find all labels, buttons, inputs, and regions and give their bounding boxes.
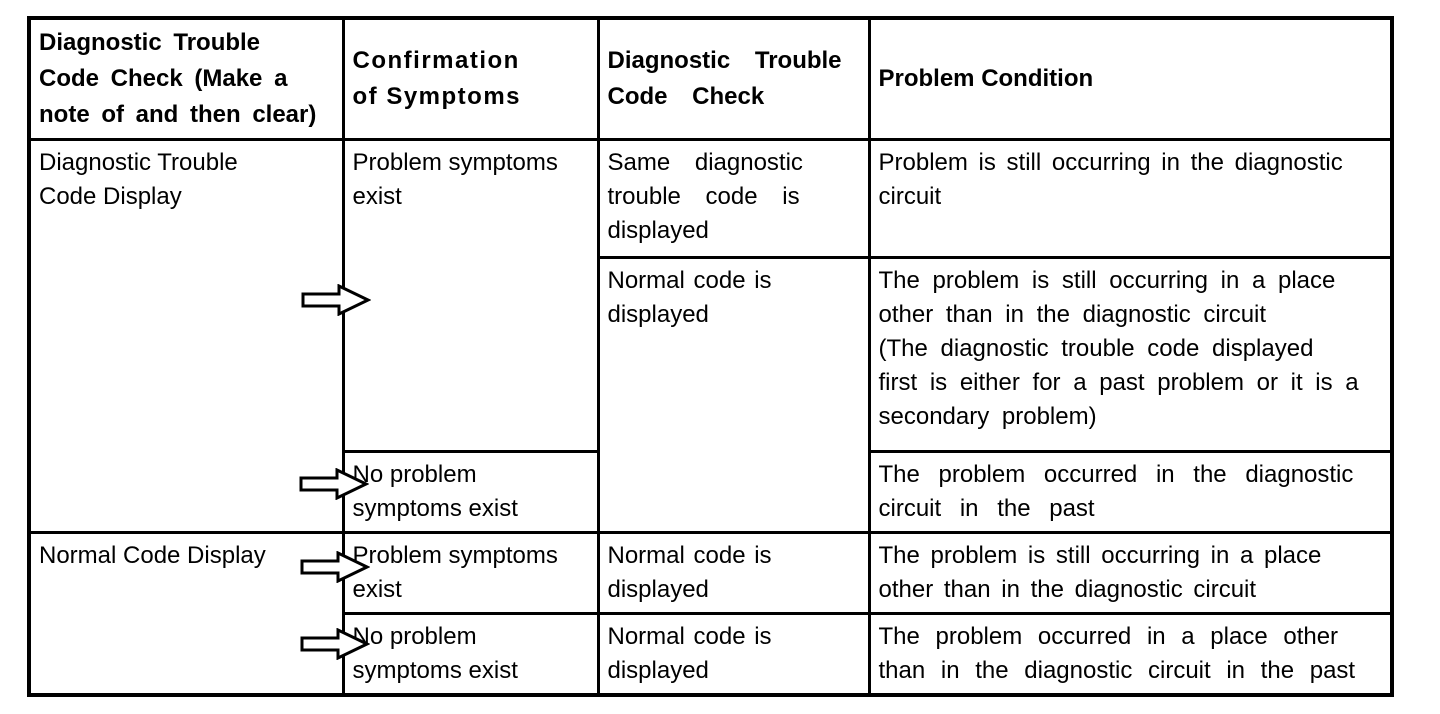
cell-problem-occurred-in-circuit-past: The problem occurred in the diagnostic c… [867, 449, 1394, 535]
cell-problem-symptoms-exist-1: Problem symptoms exist [341, 138, 600, 453]
header-confirmation-of-symptoms: Confirmation of Symptoms [341, 16, 600, 141]
cell-normal-code-displayed-3: Normal code is displayed [596, 612, 871, 697]
header-problem-condition: Problem Condition [867, 16, 1394, 141]
cell-no-problem-symptoms-2: No problem symptoms exist [341, 612, 600, 697]
header-dtc-check-note: Diagnostic Trouble Code Check (Make a no… [27, 16, 345, 141]
cell-same-dtc-displayed: Same diagnostic trouble code is displaye… [596, 138, 871, 259]
right-arrow-icon [299, 468, 369, 500]
header-dtc-check: Diagnostic Trouble Code Check [596, 16, 871, 141]
cell-problem-occurring-other-place-note: The problem is still occurring in a plac… [867, 256, 1394, 453]
cell-normal-code-displayed-2: Normal code is displayed [596, 531, 871, 616]
cell-problem-still-occurring-in-circuit: Problem is still occurring in the diagno… [867, 138, 1394, 259]
cell-normal-code-displayed-1: Normal code is displayed [596, 255, 871, 535]
table-row: Normal Code Display Problem symptoms exi… [27, 531, 1394, 697]
right-arrow-icon [301, 284, 371, 316]
header-row: Diagnostic Trouble Code Check (Make a no… [27, 16, 1394, 141]
cell-problem-occurred-other-place-past: The problem occurred in a place other th… [867, 612, 1394, 697]
diagnostic-table-wrap: Diagnostic Trouble Code Check (Make a no… [27, 16, 1394, 698]
cell-problem-occurring-other-place: The problem is still occurring in a plac… [867, 531, 1394, 616]
cell-problem-symptoms-exist-2: Problem symptoms exist [341, 531, 600, 616]
table-row: No problem symptoms exist Normal code is… [29, 612, 1394, 697]
cell-diagnostic-trouble-code-display: Diagnostic Trouble Code Display [27, 137, 345, 535]
diagnostic-trouble-code-table: Diagnostic Trouble Code Check (Make a no… [27, 16, 1394, 698]
cell-normal-code-display: Normal Code Display [27, 531, 345, 697]
table-row: Diagnostic Trouble Code Display Problem … [27, 137, 1394, 535]
table-row: Normal code is displayed The problem is … [29, 255, 1394, 535]
right-arrow-icon [300, 551, 370, 583]
cell-no-problem-symptoms-1: No problem symptoms exist [341, 449, 600, 535]
right-arrow-icon [300, 628, 370, 660]
